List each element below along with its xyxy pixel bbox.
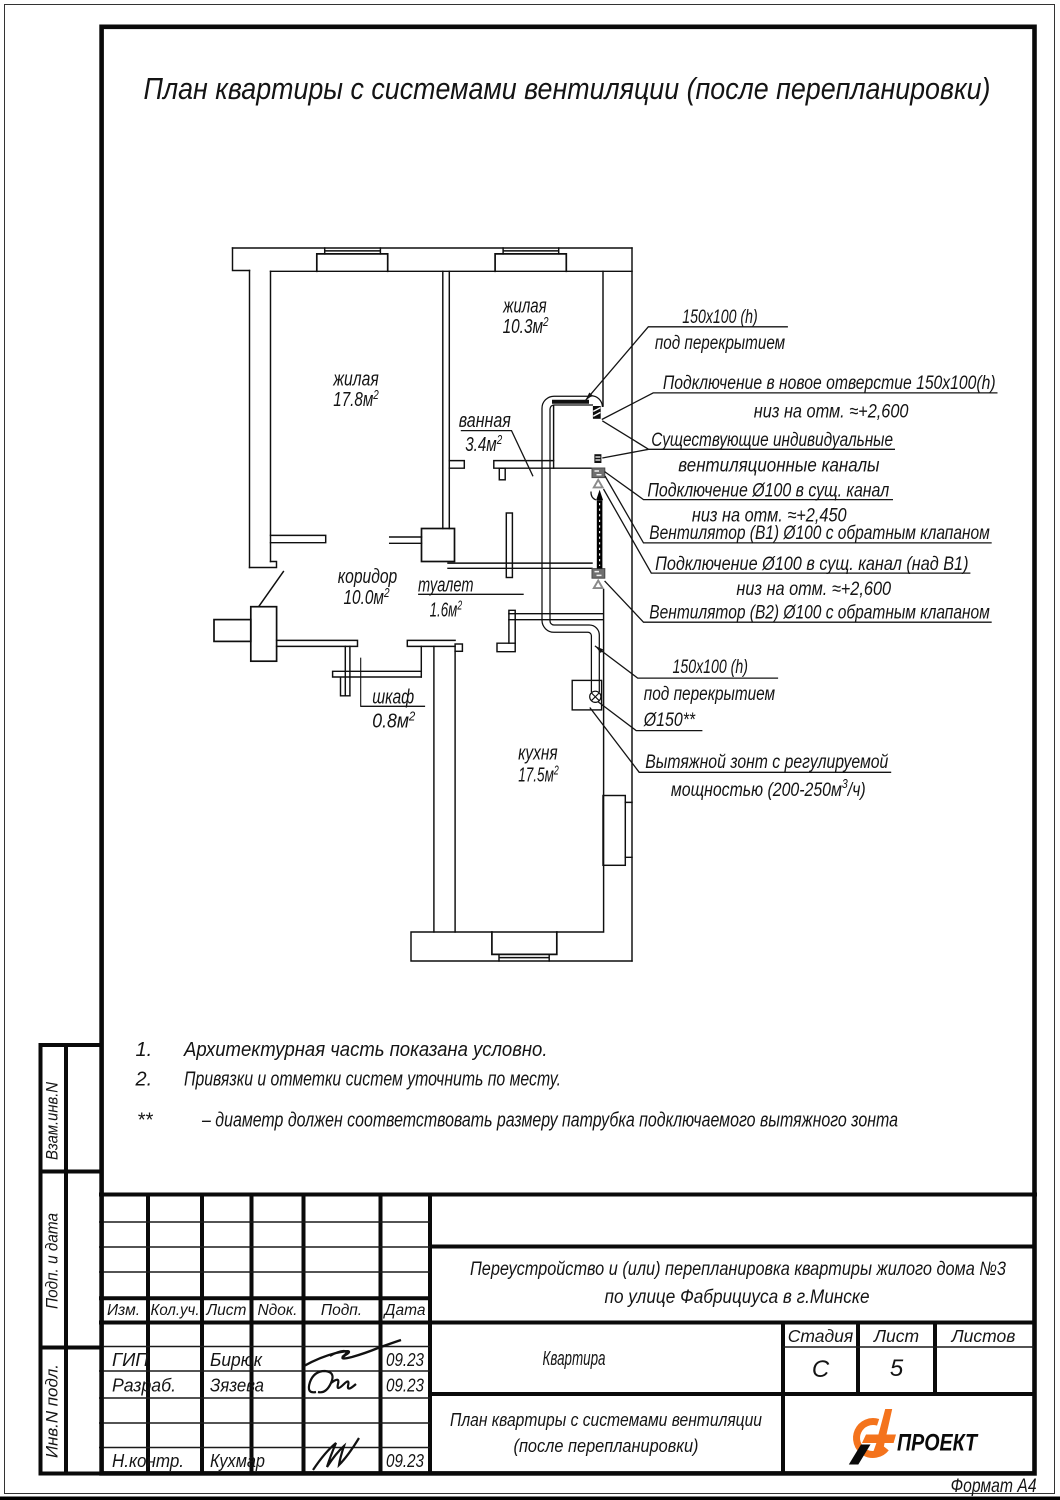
svg-text:10.3м2: 10.3м2 [503, 314, 550, 338]
svg-text:Кухмар: Кухмар [210, 1450, 265, 1471]
svg-text:(после перепланировки): (после перепланировки) [514, 1435, 699, 1456]
svg-text:Подключение в новое отверстие: Подключение в новое отверстие 150x100(h) [663, 372, 996, 394]
svg-text:низ на отм. ≈+2,600: низ на отм. ≈+2,600 [736, 578, 891, 600]
svg-text:09.23: 09.23 [386, 1349, 425, 1370]
svg-text:Лист: Лист [873, 1326, 919, 1346]
svg-text:Подп.: Подп. [321, 1302, 362, 1319]
svg-text:жилая: жилая [332, 369, 379, 391]
svg-text:План квартиры с системами вент: План квартиры с системами вентиляции (по… [144, 71, 991, 106]
svg-text:План квартиры с системами вент: План квартиры с системами вентиляции [450, 1409, 762, 1430]
svg-text:С: С [812, 1356, 830, 1383]
svg-text:мощностью (200-250м3/ч): мощностью (200-250м3/ч) [671, 776, 866, 801]
svg-text:Привязки и отметки систем уточ: Привязки и отметки систем уточнить по ме… [184, 1069, 561, 1091]
svg-text:09.23: 09.23 [386, 1375, 425, 1396]
svg-text:09.23: 09.23 [386, 1450, 425, 1471]
svg-text:0.8м2: 0.8м2 [372, 709, 416, 733]
svg-text:ванная: ванная [459, 410, 511, 432]
svg-text:Лист: Лист [206, 1302, 247, 1319]
svg-text:1.6м2: 1.6м2 [430, 598, 463, 622]
svg-text:по улице Фабрициуса в г.Минске: по улице Фабрициуса в г.Минске [605, 1286, 870, 1308]
svg-text:**: ** [137, 1110, 154, 1132]
svg-text:– диаметр должен соответствова: – диаметр должен соответствовать размеру… [201, 1110, 898, 1132]
svg-text:под перекрытием: под перекрытием [655, 332, 785, 354]
svg-text:3.4м2: 3.4м2 [465, 432, 503, 456]
svg-text:под перекрытием: под перекрытием [644, 683, 775, 705]
svg-text:Листов: Листов [951, 1326, 1016, 1346]
svg-text:Квартира: Квартира [543, 1347, 606, 1370]
svg-text:17.8м2: 17.8м2 [333, 387, 379, 411]
svg-text:Существующие индивидуальные: Существующие индивидуальные [651, 429, 893, 451]
svg-text:10.0м2: 10.0м2 [344, 585, 391, 609]
svg-text:1.: 1. [136, 1039, 153, 1061]
svg-text:Ø150**: Ø150** [643, 709, 696, 731]
svg-text:Вентилятор (В1) Ø100 с обратны: Вентилятор (В1) Ø100 с обратным клапаном [649, 522, 990, 544]
svg-text:туалет: туалет [418, 575, 474, 597]
svg-text:коридор: коридор [338, 566, 398, 588]
svg-text:Формат А4: Формат А4 [951, 1476, 1037, 1497]
svg-text:Инв.N подл.: Инв.N подл. [44, 1364, 62, 1458]
svg-text:2.: 2. [135, 1069, 153, 1091]
svg-text:Дата: Дата [383, 1302, 426, 1319]
svg-text:Бирюк: Бирюк [210, 1349, 263, 1370]
svg-text:Подключение Ø100 в сущ. канал: Подключение Ø100 в сущ. канал [647, 480, 889, 502]
svg-text:Переустройство и (или) перепла: Переустройство и (или) перепланировка кв… [470, 1258, 1006, 1280]
svg-text:кухня: кухня [518, 743, 558, 765]
svg-text:Архитектурная часть показана у: Архитектурная часть показана условно. [183, 1039, 547, 1061]
svg-text:ПРОЕКТ: ПРОЕКТ [897, 1430, 979, 1457]
svg-text:150x100 (h): 150x100 (h) [673, 656, 748, 678]
svg-text:Взам.инв.N: Взам.инв.N [44, 1082, 62, 1160]
svg-text:низ на отм. ≈+2,450: низ на отм. ≈+2,450 [692, 505, 847, 527]
svg-text:Н.контр.: Н.контр. [112, 1450, 184, 1471]
svg-text:Вентилятор (В2) Ø100 с обратны: Вентилятор (В2) Ø100 с обратным клапаном [649, 602, 990, 624]
svg-text:шкаф: шкаф [372, 687, 414, 709]
svg-text:Стадия: Стадия [788, 1326, 854, 1346]
svg-text:Подключение Ø100 в сущ. канал: Подключение Ø100 в сущ. канал (над В1) [655, 553, 968, 575]
svg-text:низ на отм. ≈+2,600: низ на отм. ≈+2,600 [754, 401, 909, 423]
svg-text:Nдок.: Nдок. [257, 1302, 297, 1319]
svg-text:5: 5 [890, 1355, 904, 1382]
svg-text:Кол.уч.: Кол.уч. [151, 1302, 200, 1319]
svg-text:ГИП: ГИП [112, 1349, 149, 1370]
svg-text:жилая: жилая [502, 296, 546, 318]
svg-text:150x100 (h): 150x100 (h) [682, 306, 757, 328]
svg-text:Изм.: Изм. [107, 1302, 140, 1319]
svg-text:17.5м2: 17.5м2 [518, 763, 559, 787]
svg-text:Вытяжной зонт с регулируемой: Вытяжной зонт с регулируемой [645, 751, 888, 773]
svg-text:Разраб.: Разраб. [112, 1375, 176, 1396]
svg-text:Зязева: Зязева [210, 1375, 264, 1396]
svg-text:вентиляционные каналы: вентиляционные каналы [678, 455, 879, 477]
svg-text:Подп. и дата: Подп. и дата [44, 1213, 62, 1309]
